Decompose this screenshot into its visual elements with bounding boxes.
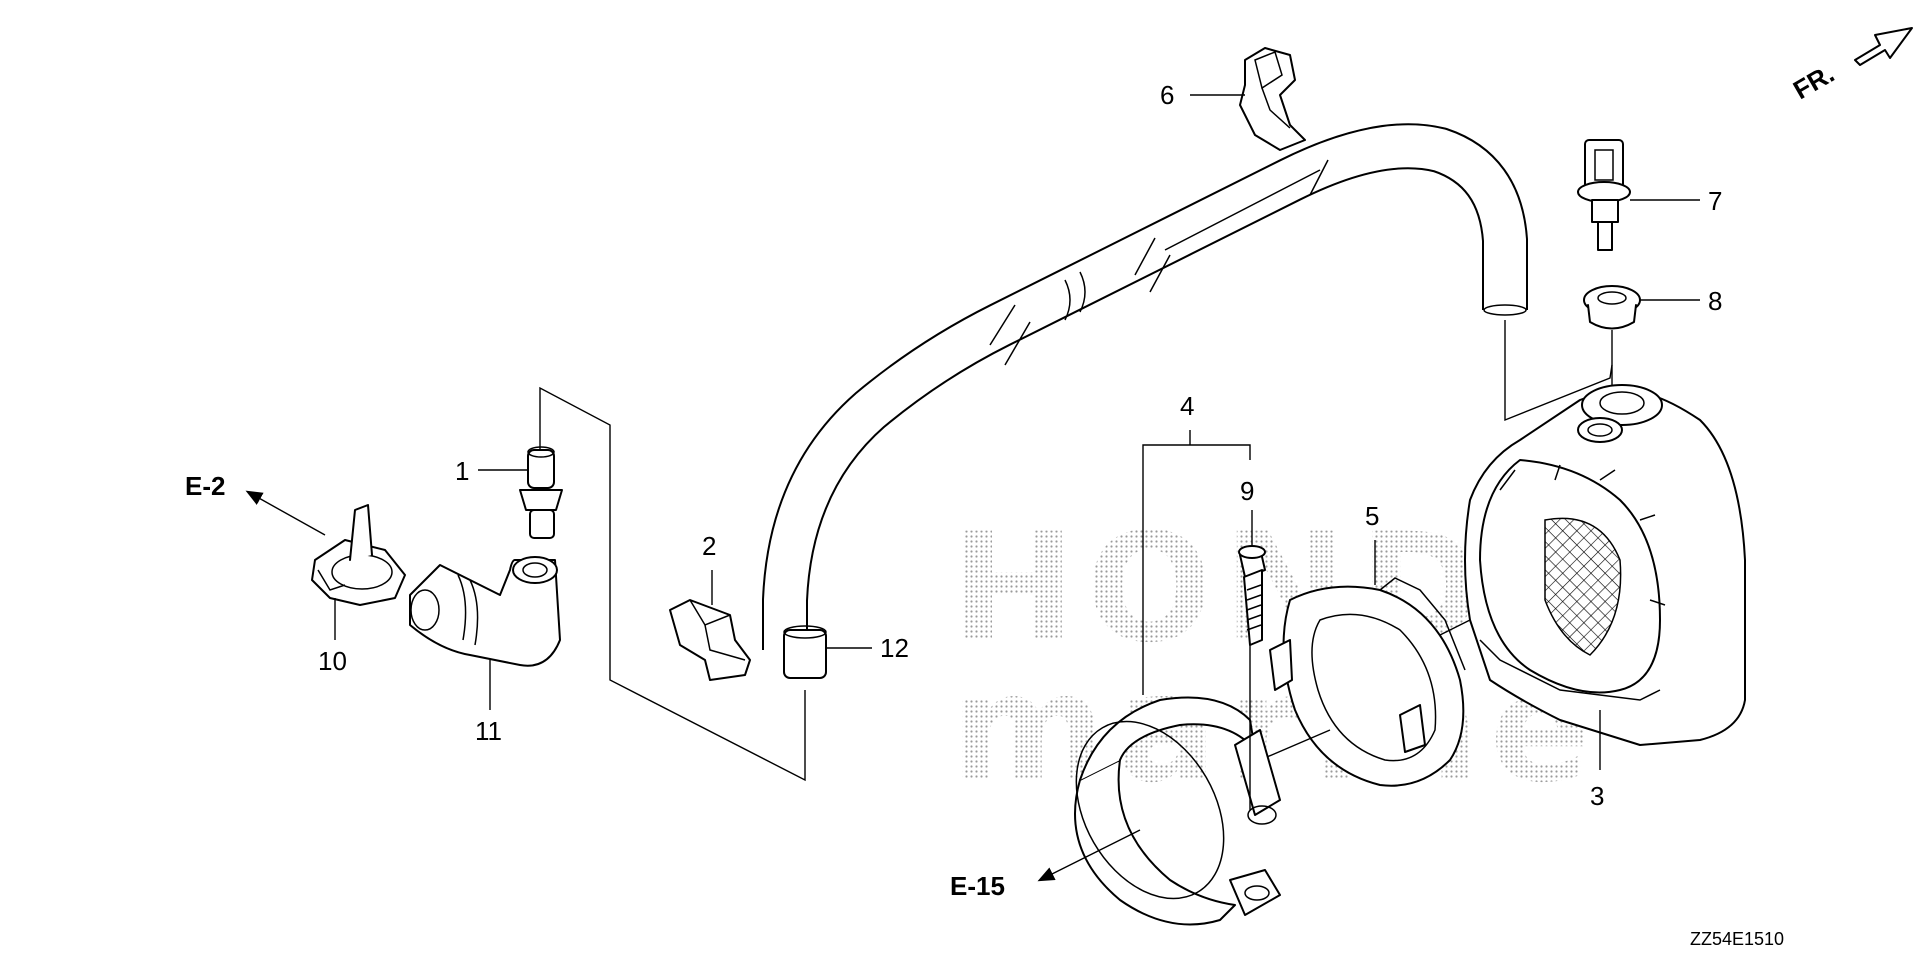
leader-4 xyxy=(1142,430,1251,695)
callout-12: 12 xyxy=(880,633,909,663)
part-3-housing xyxy=(1464,384,1746,746)
callout-11: 11 xyxy=(475,716,502,746)
reference-e15: E-15 xyxy=(950,871,1005,901)
front-arrow-icon xyxy=(1854,27,1913,66)
drawing-code: ZZ54E1510 xyxy=(1690,929,1784,949)
front-direction-indicator: FR. xyxy=(1788,27,1913,105)
callout-2: 2 xyxy=(702,531,716,561)
callout-10: 10 xyxy=(318,646,347,676)
part-4-band-clamp xyxy=(1074,696,1281,926)
callout-9: 9 xyxy=(1240,476,1254,506)
part-5-ring-adapter xyxy=(1269,577,1466,787)
connection-line-1 xyxy=(539,386,806,782)
callout-1: 1 xyxy=(455,456,469,486)
part-10-clamp xyxy=(311,504,406,606)
part-1-fitting xyxy=(519,446,563,539)
part-2-clip xyxy=(669,599,751,681)
callout-6: 6 xyxy=(1160,80,1174,110)
e15-arrow xyxy=(1037,829,1141,882)
callout-7: 7 xyxy=(1708,186,1722,216)
direction-label: FR. xyxy=(1788,58,1839,105)
callout-4: 4 xyxy=(1180,391,1194,421)
part-7-sensor xyxy=(1577,139,1631,251)
breather-hose xyxy=(762,123,1528,679)
part-6-hose-clip xyxy=(1239,47,1306,151)
e2-arrow xyxy=(245,490,326,536)
connection-line-2 xyxy=(1504,320,1613,422)
part-11-elbow-hose xyxy=(409,556,561,667)
connection-line-5 xyxy=(1259,729,1331,761)
part-8-grommet xyxy=(1583,285,1641,330)
reference-e2: E-2 xyxy=(185,471,225,501)
callout-3: 3 xyxy=(1590,781,1604,811)
callout-8: 8 xyxy=(1708,286,1722,316)
callout-5: 5 xyxy=(1365,501,1379,531)
part-9-bolt xyxy=(1238,545,1266,646)
